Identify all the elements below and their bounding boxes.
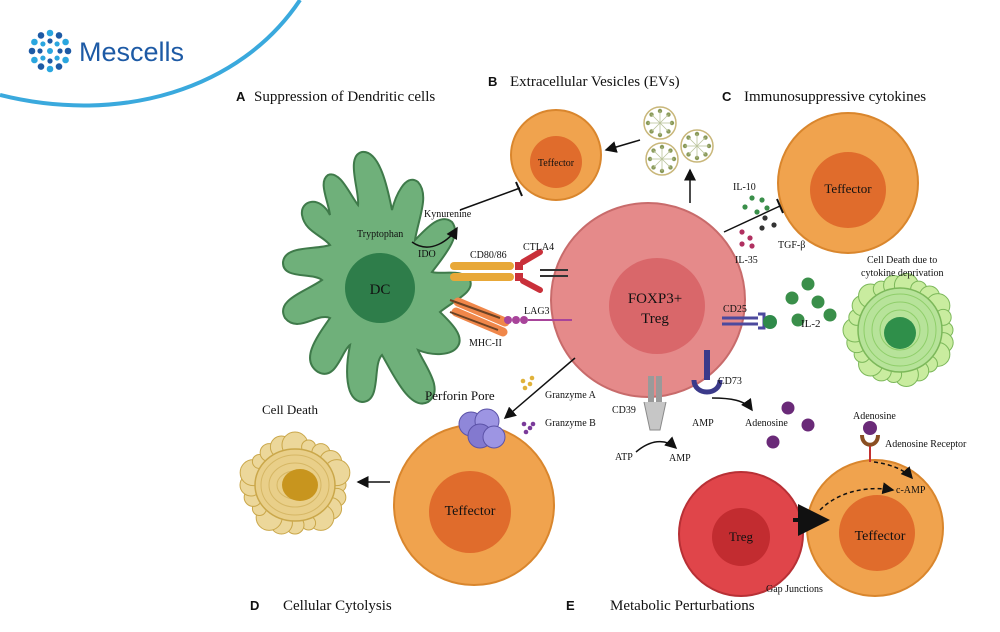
label-cell-death: Cell Death bbox=[262, 402, 318, 417]
label-tgfb: TGF-β bbox=[778, 240, 805, 251]
cd25-receptor bbox=[722, 312, 777, 330]
label-adenosine-receptor: Adenosine Receptor bbox=[885, 439, 967, 450]
section-b-title: Extracellular Vesicles (EVs) bbox=[510, 74, 680, 90]
treg-main-label-1: FOXP3+ bbox=[628, 291, 682, 307]
label-cell-death-deprivation-2: cytokine deprivation bbox=[861, 268, 943, 279]
cd39-receptor bbox=[643, 376, 667, 431]
label-granzyme-b: Granzyme B bbox=[545, 418, 596, 429]
dc-label: DC bbox=[370, 282, 391, 298]
label-ctla4: CTLA4 bbox=[523, 242, 554, 253]
label-lag3: LAG3 bbox=[524, 306, 550, 317]
label-adenosine-2: Adenosine bbox=[853, 411, 896, 422]
cd73-receptor bbox=[691, 350, 723, 395]
label-cd73: CD73 bbox=[718, 376, 742, 387]
teffector-metabolic-label: Teffector bbox=[855, 529, 906, 544]
label-il35: IL-35 bbox=[735, 255, 758, 266]
brand-name: Mescells bbox=[79, 37, 184, 67]
section-e-title: Metabolic Perturbations bbox=[610, 598, 755, 614]
label-ido: IDO bbox=[418, 249, 436, 260]
section-a-title: Suppression of Dendritic cells bbox=[254, 89, 435, 105]
teffector-cytolysis-cell: Teffector bbox=[393, 424, 555, 586]
foxp3-treg-cell: FOXP3+ Treg bbox=[550, 202, 746, 398]
label-cell-death-deprivation-1: Cell Death due to bbox=[867, 255, 937, 266]
dendritic-cell: DC bbox=[281, 150, 472, 405]
section-e-letter: E bbox=[566, 598, 575, 613]
label-perforin-pore: Perforin Pore bbox=[425, 388, 495, 403]
label-camp: c-AMP bbox=[896, 485, 926, 496]
label-cd39: CD39 bbox=[612, 405, 636, 416]
teffector-cytokine-cell: Teffector bbox=[777, 112, 919, 254]
label-kynurenine: Kynurenine bbox=[424, 209, 472, 220]
header-swoosh bbox=[0, 0, 302, 108]
molecule-dots bbox=[520, 195, 837, 449]
cell-dots-logo-icon bbox=[28, 29, 72, 73]
teffector-cytolysis-label: Teffector bbox=[445, 504, 496, 519]
extracellular-vesicles bbox=[643, 106, 714, 176]
section-b-letter: B bbox=[488, 74, 497, 89]
pathway-arrows bbox=[356, 139, 913, 536]
perforin-pore-icon bbox=[458, 408, 506, 449]
label-granzyme-a: Granzyme A bbox=[545, 390, 597, 401]
label-mhc2: MHC-II bbox=[469, 338, 502, 349]
label-gap-junctions: Gap Junctions bbox=[766, 584, 823, 595]
label-amp-2: AMP bbox=[669, 453, 691, 464]
teffector-ev-cell: Teffector bbox=[510, 109, 602, 201]
label-cd25: CD25 bbox=[723, 304, 747, 315]
label-amp-1: AMP bbox=[692, 418, 714, 429]
treg-small-label: Treg bbox=[729, 529, 754, 544]
section-a-letter: A bbox=[236, 89, 246, 104]
small-treg-cell: Treg bbox=[678, 471, 804, 597]
label-tryptophan: Tryptophan bbox=[357, 229, 403, 240]
section-d-title: Cellular Cytolysis bbox=[283, 598, 392, 614]
teffector-metabolic-cell: Teffector bbox=[806, 459, 944, 597]
section-d-letter: D bbox=[250, 598, 259, 613]
teffector-ev-label: Teffector bbox=[538, 158, 575, 169]
treg-main-label-2: Treg bbox=[641, 311, 669, 327]
section-c-title: Immunosuppressive cytokines bbox=[744, 89, 926, 105]
label-il10: IL-10 bbox=[733, 182, 756, 193]
adenosine-receptor-icon bbox=[860, 421, 880, 462]
starved-cell bbox=[842, 272, 954, 388]
lag3-mhc2-receptor bbox=[449, 297, 572, 337]
section-c-letter: C bbox=[722, 89, 732, 104]
label-adenosine-1: Adenosine bbox=[745, 418, 788, 429]
teffector-cytokine-label: Teffector bbox=[824, 181, 872, 196]
dead-cell bbox=[239, 431, 351, 535]
label-cd80-86: CD80/86 bbox=[470, 250, 507, 261]
label-il2: IL-2 bbox=[801, 318, 821, 330]
label-atp: ATP bbox=[615, 452, 633, 463]
cd80-ctla4-receptor bbox=[450, 249, 568, 293]
